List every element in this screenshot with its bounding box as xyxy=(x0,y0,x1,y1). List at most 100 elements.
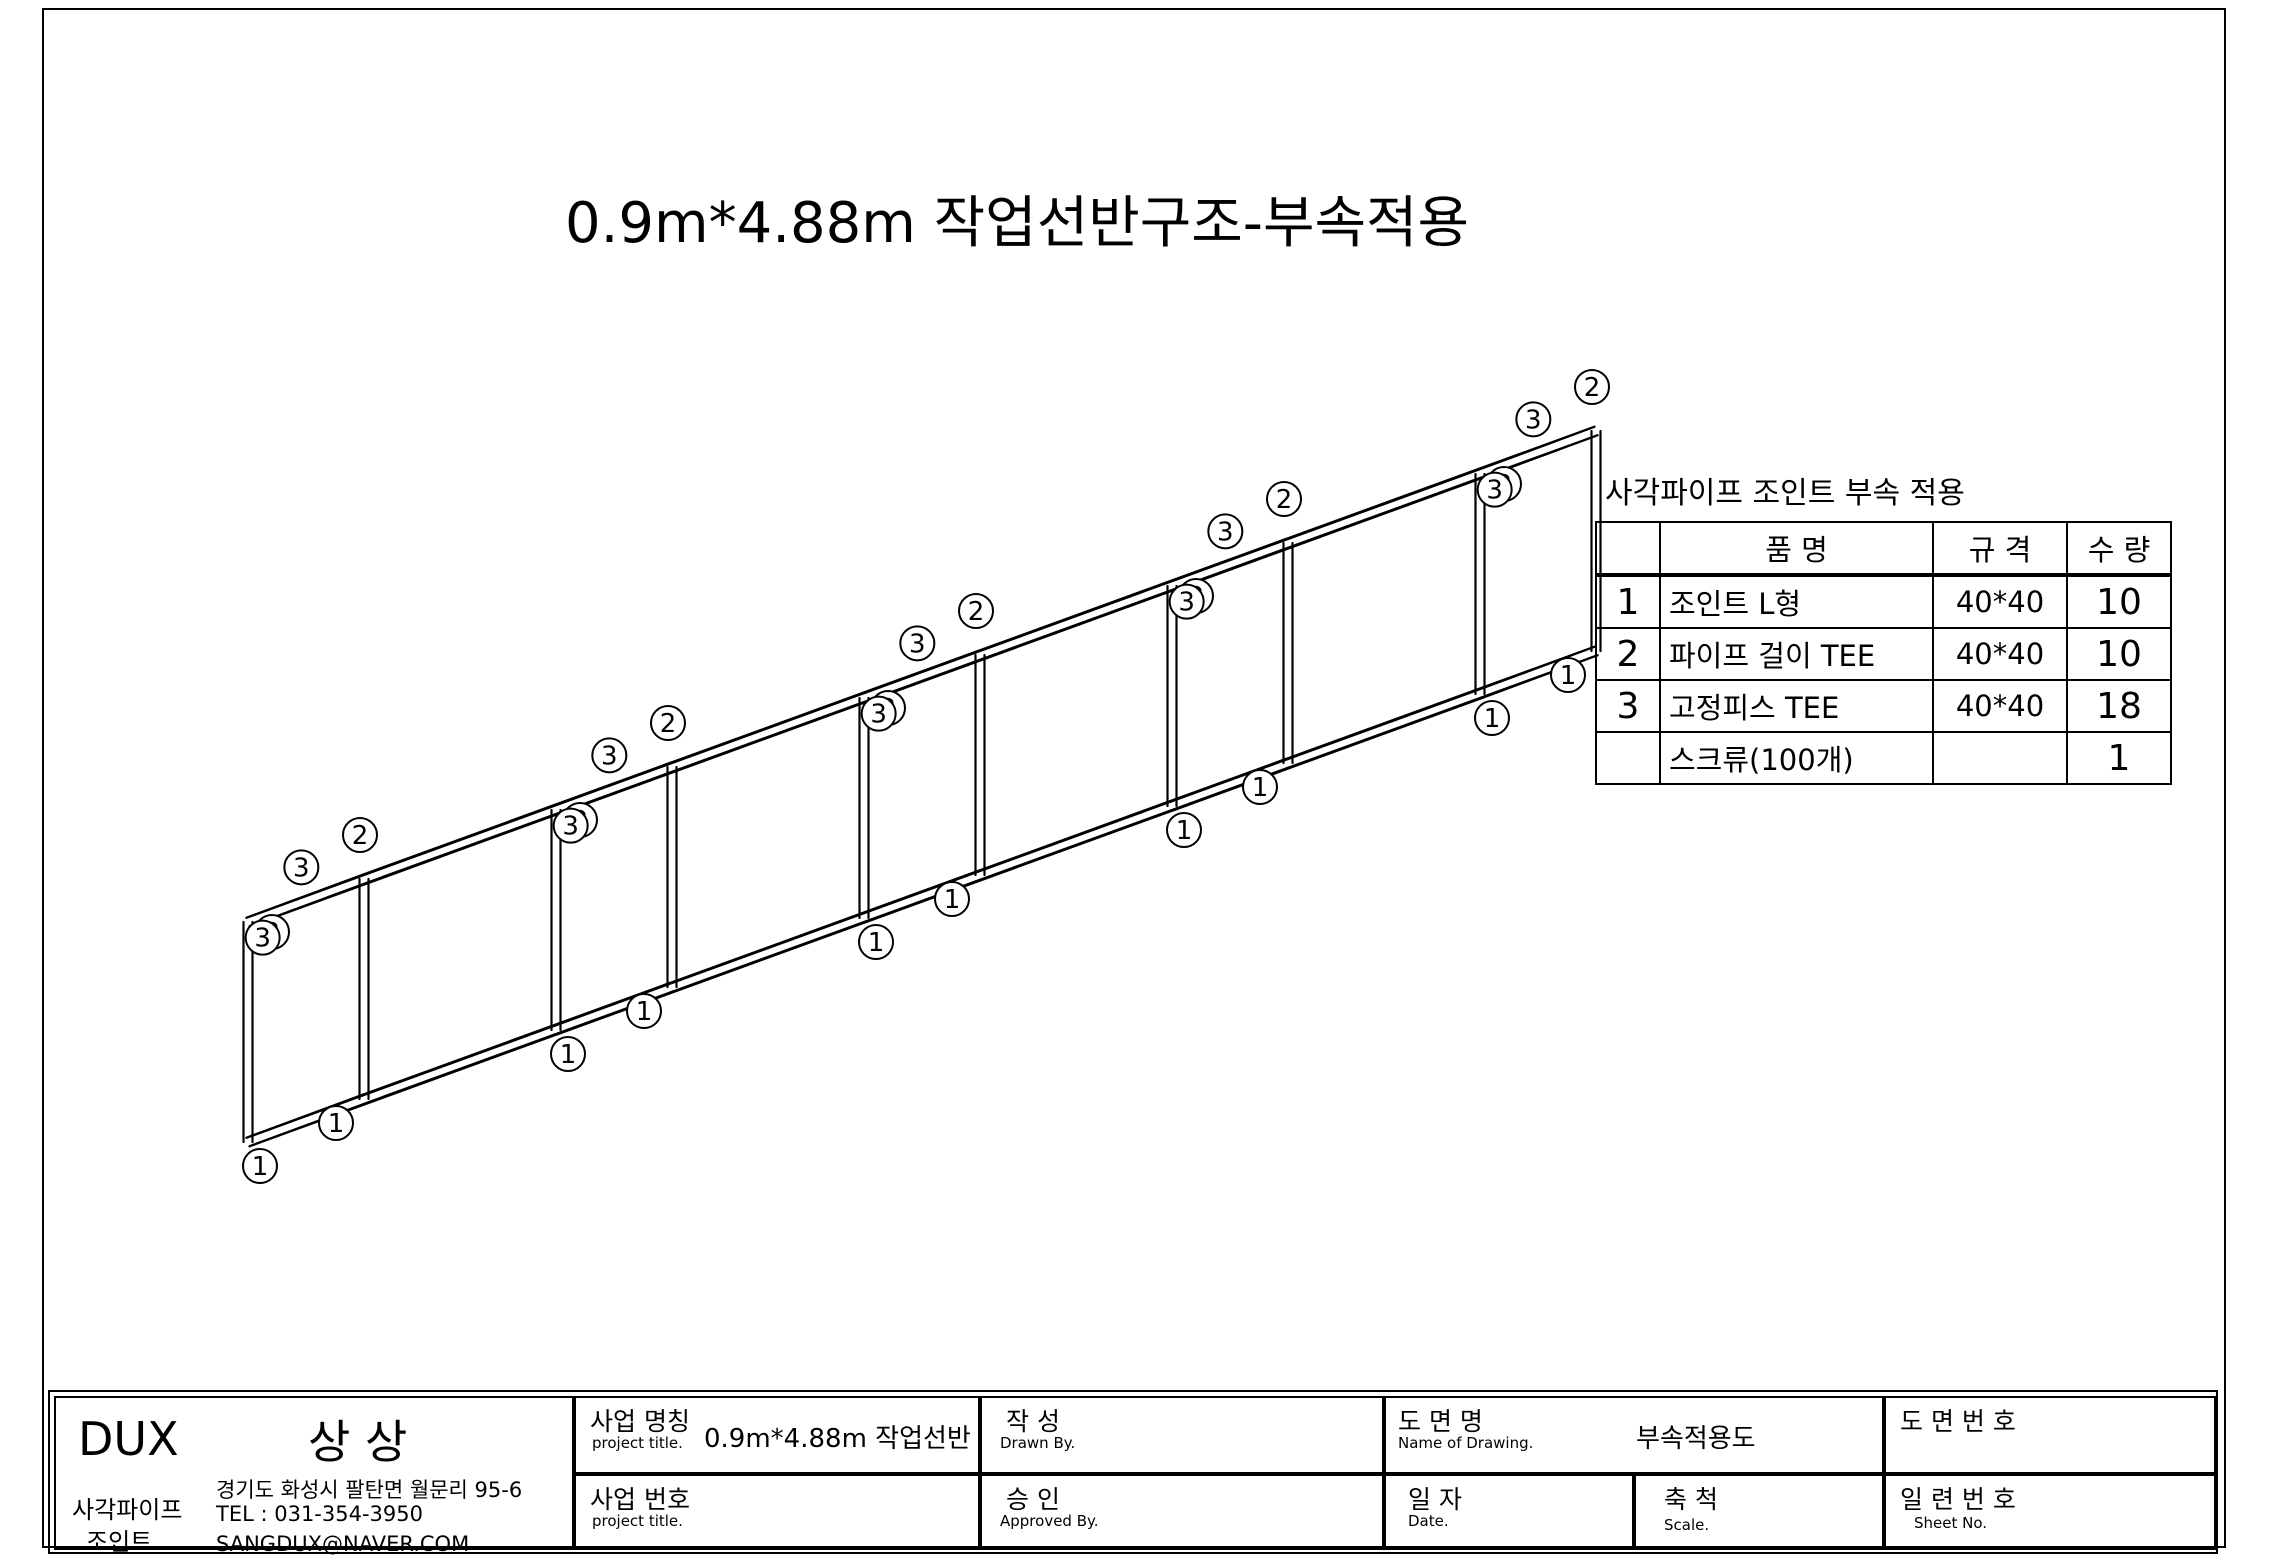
callout-2: 2 xyxy=(342,817,378,853)
part-qty: 10 xyxy=(2066,574,2172,629)
part-no: 3 xyxy=(1595,679,1661,733)
callout-circle xyxy=(244,919,281,956)
callout-circle xyxy=(1242,769,1278,805)
parts-row-3: 3 고정피스 TEE 40*40 18 xyxy=(1595,679,2172,733)
parts-table: 품 명 규 격 수 량 1 조인트 L형 40*40 10 2 파이프 걸이 T… xyxy=(1595,521,2172,785)
callout-number: 3 xyxy=(562,812,579,842)
bottom-cross-member xyxy=(553,981,672,1027)
callout-number: 3 xyxy=(254,924,271,954)
callout-1: 1 xyxy=(1242,769,1278,805)
product-line-2: 조인트 xyxy=(86,1528,153,1556)
drawing-name-sub: Name of Drawing. xyxy=(1398,1434,1534,1452)
callout-1: 1 xyxy=(1166,812,1202,848)
project-number-label: 사업 번호 xyxy=(590,1485,690,1514)
top-cross-member xyxy=(1477,425,1596,471)
callout-1: 1 xyxy=(934,881,970,917)
part-no xyxy=(1595,731,1661,785)
callout-circle xyxy=(550,1036,586,1072)
callout-circle xyxy=(283,849,320,886)
callout-3: 3 xyxy=(899,625,936,662)
part-name: 파이프 걸이 TEE xyxy=(1659,627,1934,681)
project-name-cell: 사업 명칭 project title. 0.9m*4.88m 작업선반 xyxy=(574,1396,980,1474)
callout-circle xyxy=(1168,583,1205,620)
callout-number: 2 xyxy=(660,709,677,739)
scale-sub: Scale. xyxy=(1664,1516,1710,1534)
callout-circle xyxy=(858,924,894,960)
callout-circle xyxy=(1166,812,1202,848)
sheet-number-sub: Sheet No. xyxy=(1914,1514,1988,1532)
project-name-sub: project title. xyxy=(592,1434,683,1452)
callout-number: 1 xyxy=(560,1040,577,1070)
callout-2: 2 xyxy=(1266,481,1302,517)
callout-number: 2 xyxy=(1584,373,1601,403)
top-cross-member xyxy=(553,761,672,807)
callout-number: 3 xyxy=(601,741,618,771)
project-number-cell: 사업 번호 project title. xyxy=(574,1474,980,1550)
callout-circle xyxy=(1207,513,1244,550)
callout-number: 3 xyxy=(1486,476,1503,506)
callout-2: 2 xyxy=(958,593,994,629)
scale-label: 축 척 xyxy=(1664,1485,1718,1514)
callout-1: 1 xyxy=(1474,700,1510,736)
project-name-label: 사업 명칭 xyxy=(590,1407,690,1436)
callout-number: 1 xyxy=(944,885,961,915)
callout-circle xyxy=(591,737,628,774)
callout-1: 1 xyxy=(242,1148,278,1184)
callout-number: 1 xyxy=(636,997,653,1027)
date-cell: 일 자 Date. xyxy=(1384,1474,1634,1550)
approved-by-sub: Approved By. xyxy=(1000,1512,1099,1530)
drawing-number-cell: 도 면 번 호 xyxy=(1884,1396,2216,1474)
sheet-border xyxy=(42,8,2226,1548)
callout-number: 1 xyxy=(868,928,885,958)
top-cross-member xyxy=(1169,537,1288,583)
product-line-1: 사각파이프 xyxy=(72,1496,183,1524)
callout-1: 1 xyxy=(858,924,894,960)
callout-circle xyxy=(1266,481,1302,517)
drawing-name-value: 부속적용도 xyxy=(1636,1424,1756,1454)
part-name: 고정피스 TEE xyxy=(1659,679,1934,733)
header-no xyxy=(1595,521,1661,577)
parts-row-2: 2 파이프 걸이 TEE 40*40 10 xyxy=(1595,627,2172,681)
approved-by-label: 승 인 xyxy=(1006,1485,1060,1514)
callout-circle xyxy=(242,1148,278,1184)
part-qty: 1 xyxy=(2066,731,2172,785)
title-block: DUX 상 상 사각파이프 조인트 경기도 화성시 팔탄면 월문리 95-6 T… xyxy=(48,1390,2218,1556)
company-email: SANGDUX@NAVER.COM xyxy=(216,1532,470,1556)
project-number-sub: project title. xyxy=(592,1512,683,1530)
page-title: 0.9m*4.88m 작업선반구조-부속적용 xyxy=(565,191,1470,256)
callout-number: 3 xyxy=(293,853,310,883)
bottom-cross-member xyxy=(1169,757,1288,803)
callout-number: 2 xyxy=(352,821,369,851)
top-cross-member xyxy=(861,649,980,695)
company-cell: DUX 상 상 사각파이프 조인트 경기도 화성시 팔탄면 월문리 95-6 T… xyxy=(54,1396,574,1556)
callout-circle xyxy=(860,695,897,732)
scale-cell: 축 척 Scale. xyxy=(1634,1474,1884,1550)
drawing-number-label: 도 면 번 호 xyxy=(1900,1407,2016,1436)
top-cross-member xyxy=(245,873,364,919)
part-no: 2 xyxy=(1595,627,1661,681)
callout-3: 3 xyxy=(1168,583,1205,620)
callout-1: 1 xyxy=(1550,657,1586,693)
sheet-number-cell: 일 련 번 호 Sheet No. xyxy=(1884,1474,2216,1550)
callout-circle xyxy=(552,807,589,844)
part-spec: 40*40 xyxy=(1932,574,2068,629)
drawing-name-label: 도 면 명 xyxy=(1398,1407,1483,1436)
date-sub: Date. xyxy=(1408,1512,1449,1530)
part-name: 스크류(100개) xyxy=(1659,731,1934,785)
callout-circle xyxy=(1474,700,1510,736)
callout-circle xyxy=(342,817,378,853)
callout-layer: 112233112233112233112233112233 xyxy=(242,369,1610,1184)
callout-circle xyxy=(1550,657,1586,693)
parts-row-4: 스크류(100개) 1 xyxy=(1595,731,2172,785)
callout-3: 3 xyxy=(1515,401,1552,438)
callout-1: 1 xyxy=(318,1105,354,1141)
bottom-cross-member xyxy=(245,1093,364,1139)
parts-table-title: 사각파이프 조인트 부속 적용 xyxy=(1605,476,1965,511)
callout-1: 1 xyxy=(626,993,662,1029)
callout-circle xyxy=(1476,471,1513,508)
bottom-cross-member xyxy=(861,869,980,915)
callout-number: 1 xyxy=(1560,661,1577,691)
callout-3: 3 xyxy=(552,807,589,844)
callout-number: 3 xyxy=(909,629,926,659)
